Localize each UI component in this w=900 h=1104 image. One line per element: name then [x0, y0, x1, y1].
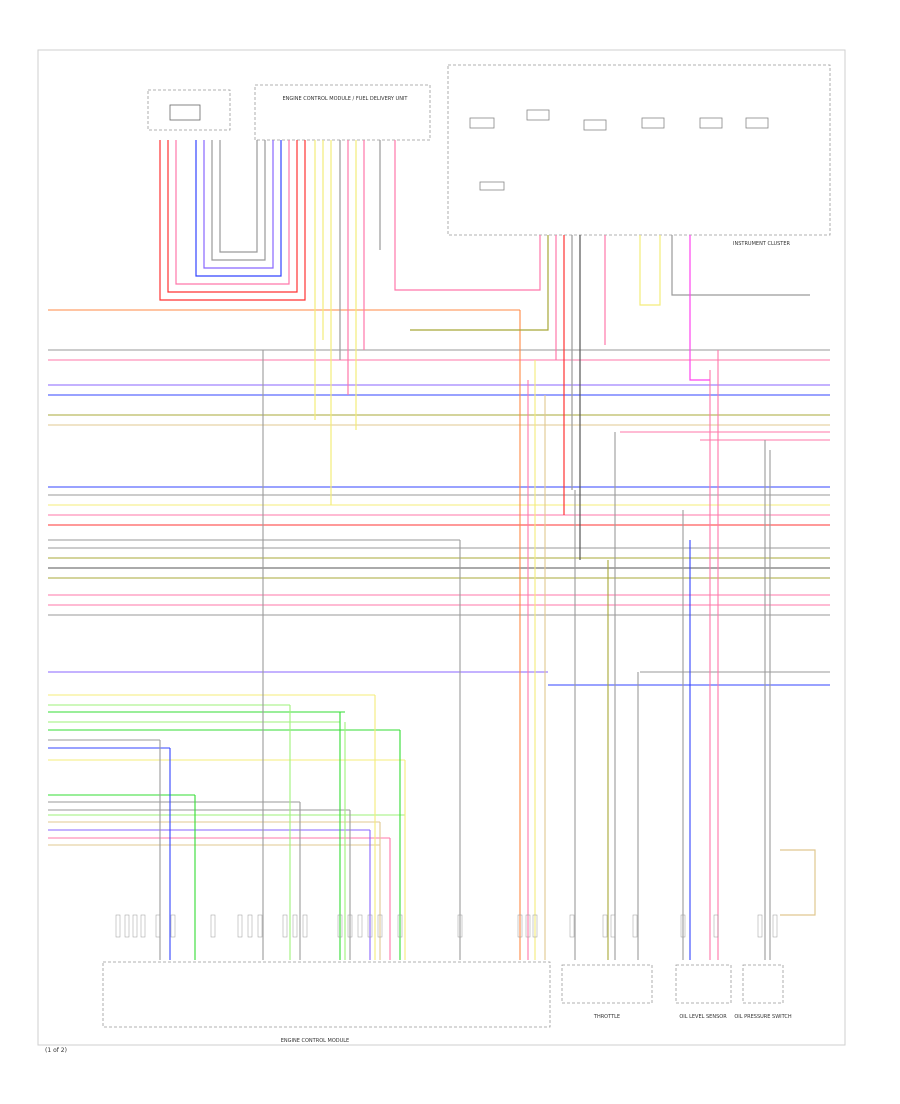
- wire-label-mark: [132, 914, 138, 938]
- wire: [410, 235, 549, 331]
- wire-label-mark: [457, 914, 463, 938]
- wire-label-mark: [282, 914, 288, 938]
- wire-label-mark: [257, 914, 263, 938]
- diagram-frame: [37, 49, 846, 1046]
- ecm-bottom-label: ENGINE CONTROL MODULE: [281, 1038, 349, 1044]
- oil-switch-label: OIL PRESSURE SWITCH: [734, 1014, 792, 1020]
- wire-label-mark: [210, 914, 216, 938]
- wire-label-mark: [302, 914, 308, 938]
- wire-label-mark: [680, 914, 686, 938]
- wire: [203, 140, 274, 269]
- cluster-box: [447, 64, 831, 236]
- ecm-bottom-box: [102, 961, 551, 1028]
- cluster-label: INSTRUMENT CLUSTER: [733, 241, 791, 247]
- wire-label-mark: [517, 914, 523, 938]
- wire: [195, 140, 282, 277]
- oil-sensor-box: [675, 964, 732, 1004]
- wire-label-mark: [237, 914, 243, 938]
- wire-label-mark: [757, 914, 763, 938]
- cluster-indicators: [469, 109, 769, 191]
- wire-label-mark: [772, 914, 778, 938]
- wire: [671, 235, 810, 296]
- wire-label-mark: [124, 914, 130, 938]
- wire: [211, 140, 266, 261]
- wire: [167, 140, 298, 293]
- ecm-top-label: ENGINE CONTROL MODULE / FUEL DELIVERY UN…: [283, 96, 409, 102]
- wire: [689, 235, 710, 381]
- wire: [639, 235, 661, 306]
- wire-label-mark: [532, 914, 538, 938]
- wire-label-mark: [397, 914, 403, 938]
- wires: [48, 140, 830, 960]
- wire-label-mark: [247, 914, 253, 938]
- page-label: (1 of 2): [45, 1047, 67, 1054]
- wire-label-mark: [569, 914, 575, 938]
- ecm-top-box: [254, 84, 431, 141]
- wire-label-mark: [367, 914, 373, 938]
- wire-label-mark: [713, 914, 719, 938]
- wire-label-mark: [347, 914, 353, 938]
- wire-label-mark: [610, 914, 616, 938]
- oil-sensor-label: OIL LEVEL SENSOR: [679, 1014, 727, 1020]
- wire: [175, 140, 290, 285]
- throttle-box: [561, 964, 653, 1004]
- wire-label-mark: [525, 914, 531, 938]
- wire: [394, 140, 541, 291]
- top-switch-inner: [169, 104, 201, 121]
- wire-label-mark: [632, 914, 638, 938]
- wire-label-mark: [115, 914, 121, 938]
- wire: [219, 140, 258, 253]
- wire-label-mark: [337, 914, 343, 938]
- top-switch-box: [147, 89, 231, 131]
- wire-label-mark: [155, 914, 161, 938]
- throttle-label: THROTTLE: [593, 1014, 620, 1020]
- wire-label-mark: [602, 914, 608, 938]
- oil-switch-box: [742, 964, 784, 1004]
- wire-label-mark: [377, 914, 383, 938]
- wire: [780, 849, 816, 916]
- wire-label-mark: [357, 914, 363, 938]
- wire-label-mark: [170, 914, 176, 938]
- wire-label-mark: [140, 914, 146, 938]
- wire: [159, 140, 306, 301]
- wire-label-mark: [292, 914, 298, 938]
